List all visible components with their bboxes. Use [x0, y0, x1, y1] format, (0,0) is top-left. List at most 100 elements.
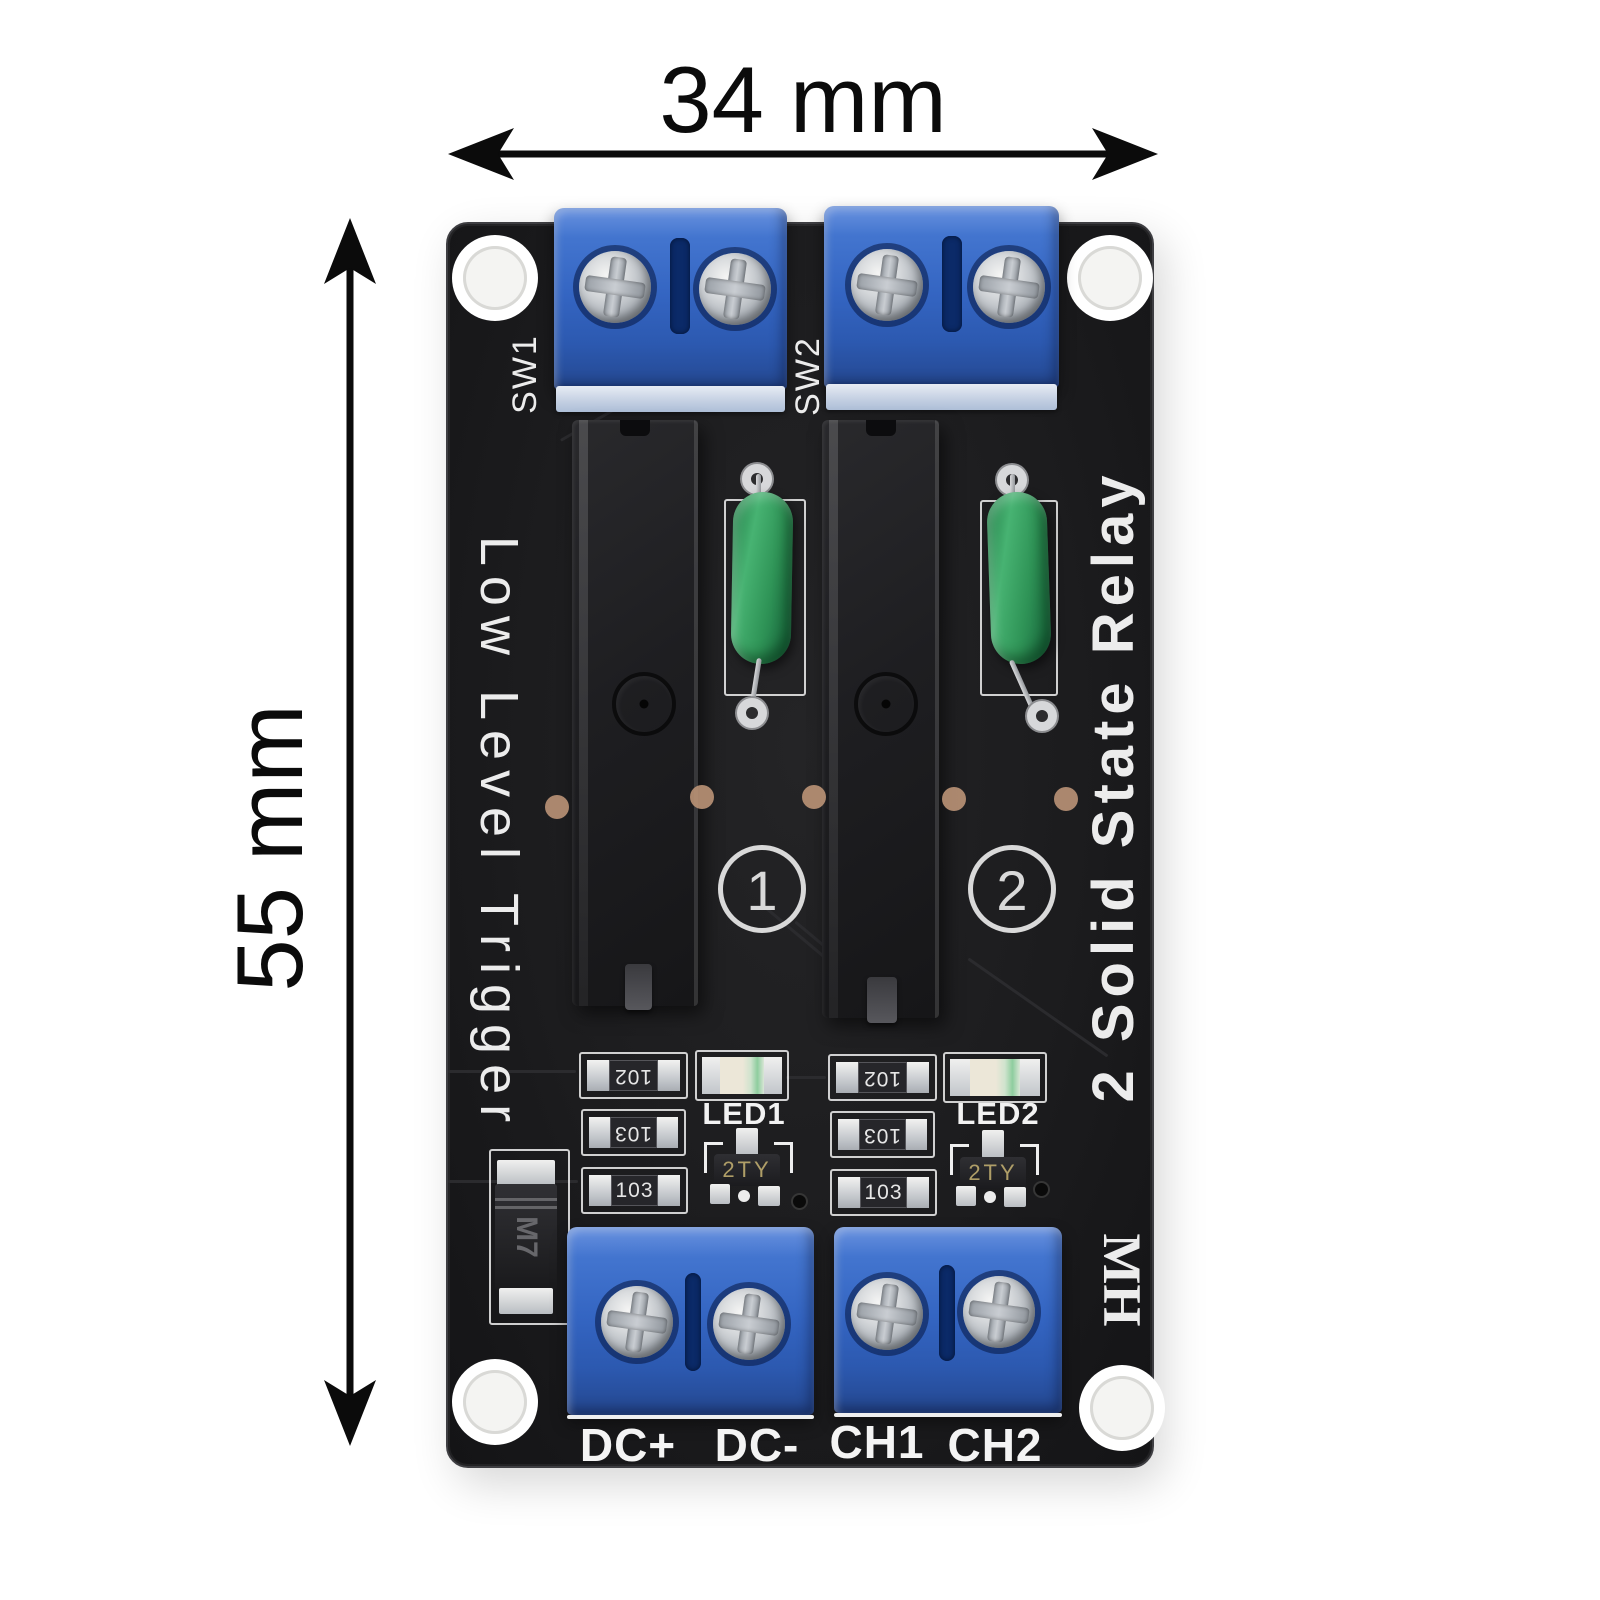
sw2-label: SW2 [789, 336, 827, 416]
smd-pad [836, 1062, 859, 1093]
terminal-screw [579, 251, 651, 323]
mounting-hole-top-left [452, 235, 538, 321]
terminal-block-sw2-flange [826, 384, 1057, 410]
silkscreen-bracket [1020, 1144, 1039, 1175]
smd-resistor-outline: 102 [828, 1054, 937, 1101]
smd-resistor-outline: 103 [830, 1111, 935, 1158]
via-dot [1054, 787, 1078, 811]
smd-pad [907, 1177, 929, 1208]
smd-resistor-103: 103 [615, 1178, 654, 1202]
green-resistor-2 [986, 491, 1052, 665]
ch1-label: CH1 [829, 1416, 925, 1468]
smd-pad [838, 1119, 860, 1150]
silkscreen-bracket [774, 1142, 793, 1173]
led2-outline [943, 1052, 1047, 1103]
diode-cathode-band [495, 1198, 557, 1201]
right-silkscreen-text: 2 Solid State Relay [1081, 469, 1146, 1103]
sw1-label: SW1 [506, 334, 544, 414]
ch2-label: CH2 [947, 1419, 1043, 1471]
smd-pad [589, 1117, 611, 1148]
mounting-hole-bottom-left [452, 1359, 538, 1445]
led-pad [950, 1059, 970, 1096]
transistor-marking: 2TY [722, 1157, 772, 1182]
led-indicator-1 [719, 1057, 765, 1094]
smd-resistor-outline: 102 [579, 1052, 688, 1099]
smd-pad [656, 1117, 678, 1148]
smd-resistor-103: 103 [614, 1121, 653, 1145]
smd-pad [906, 1062, 929, 1093]
transistor-2: 2TY [960, 1157, 1026, 1189]
via-dot [942, 787, 966, 811]
smd-resistor-103: 103 [864, 1180, 903, 1204]
terminal-slot [685, 1273, 701, 1371]
pcb-trace [786, 1076, 826, 1079]
smd-pad [658, 1175, 680, 1206]
terminal-screw [713, 1288, 785, 1360]
resistor-lead [1010, 474, 1015, 500]
silkscreen-bracket [950, 1144, 969, 1175]
smd-pad [657, 1060, 680, 1091]
led1-outline [695, 1050, 789, 1101]
led2-label: LED2 [956, 1096, 1040, 1131]
terminal-screw [699, 253, 771, 325]
ssr-relay-2 [822, 420, 939, 1023]
terminal-screw [851, 249, 923, 321]
terminal-screw [963, 1276, 1035, 1348]
diode-pad [499, 1288, 553, 1314]
smd-pad [589, 1175, 611, 1206]
led-pad [764, 1057, 782, 1094]
channel-2-marker: 2 [968, 845, 1056, 933]
dc-plus-label: DC+ [579, 1419, 677, 1471]
brand-label: MH [1092, 1233, 1152, 1327]
relay-mold-mark [612, 672, 676, 736]
relay-top-notch [866, 420, 896, 436]
diode-cathode-band [495, 1206, 557, 1209]
smd-resistor-102: 102 [863, 1066, 902, 1090]
mounting-hole-top-right [1067, 235, 1153, 321]
channel-1-marker: 1 [718, 845, 806, 933]
smd-resistor-102: 102 [614, 1064, 653, 1088]
relay-mold-mark [854, 672, 918, 736]
silkscreen-line [834, 1413, 1062, 1417]
smd-pad [587, 1060, 610, 1091]
terminal-block-sw1-flange [556, 386, 785, 412]
led-indicator-2 [969, 1059, 1021, 1096]
terminal-slot [942, 236, 962, 332]
transistor-pad [1004, 1187, 1026, 1207]
transistor-marking: 2TY [968, 1160, 1018, 1185]
smd-resistor-103: 103 [863, 1123, 902, 1147]
diode-marking: M7 [510, 1216, 543, 1258]
pcb-board: SW1 SW2 Low Level Trigger 2 Solid State … [446, 206, 1165, 1471]
relay-bottom-tab [625, 964, 652, 1010]
relay-top-notch [620, 420, 650, 436]
terminal-slot [939, 1265, 955, 1361]
diode-m7: M7 [495, 1184, 557, 1290]
terminal-screw [851, 1278, 923, 1350]
via-dot [545, 795, 569, 819]
diode-pad [497, 1160, 555, 1186]
smd-resistor-outline: 103 [830, 1169, 937, 1216]
smd-pad [838, 1177, 860, 1208]
solder-pad [737, 698, 767, 728]
led-pad [1020, 1059, 1040, 1096]
transistor-pad [982, 1130, 1004, 1158]
via-hole [791, 1193, 808, 1210]
green-resistor-1 [730, 491, 794, 665]
silkscreen-bracket [704, 1142, 723, 1173]
ssr-relay-1 [572, 420, 698, 1010]
via-dot [690, 785, 714, 809]
transistor-pad [710, 1184, 730, 1204]
mounting-hole-bottom-right [1079, 1365, 1165, 1451]
terminal-screw [973, 251, 1045, 323]
led1-label: LED1 [702, 1096, 786, 1131]
width-dimension-label: 34 mm [659, 47, 947, 152]
silkscreen-dot [984, 1191, 996, 1203]
left-silkscreen-text: Low Level Trigger [469, 535, 529, 1133]
transistor-pad [758, 1186, 780, 1206]
silkscreen-line [567, 1415, 814, 1419]
terminal-screw [601, 1286, 673, 1358]
pcb-trace [448, 1070, 576, 1073]
via-hole [1033, 1181, 1050, 1198]
transistor-1: 2TY [714, 1154, 780, 1186]
